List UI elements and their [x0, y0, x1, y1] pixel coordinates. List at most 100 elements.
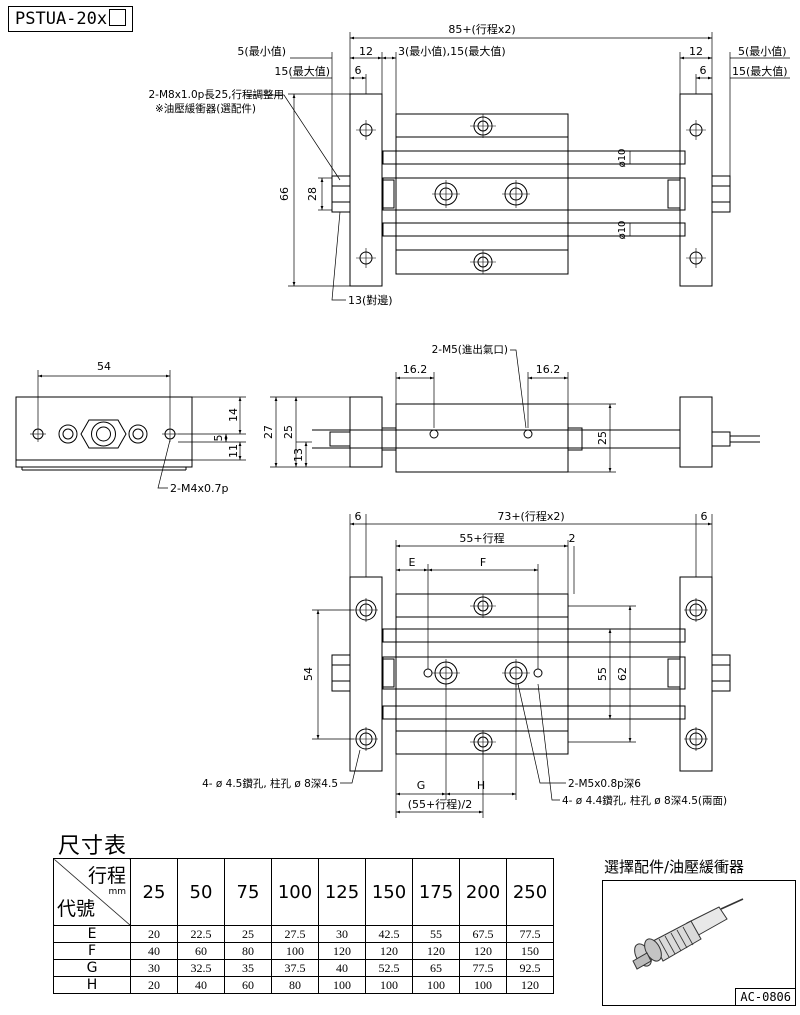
shock-absorber-image — [632, 898, 744, 970]
dim-28: 28 — [306, 187, 319, 201]
table-cell: 100 — [318, 976, 366, 994]
dimension-table-title: 尺寸表 — [58, 834, 128, 859]
header-code: 代號 — [57, 898, 96, 920]
row-code: F — [53, 942, 131, 960]
stroke-header: 250 — [506, 858, 554, 926]
side-end-plate-right — [679, 396, 713, 468]
table-cell: 67.5 — [459, 925, 507, 943]
table-row: G 30 32.5 35 37.5 40 52.5 65 77.5 92.5 — [53, 959, 554, 977]
dim-54-bottom: 54 — [302, 667, 315, 681]
end-view-body — [15, 396, 193, 468]
dim-h: H — [477, 779, 485, 792]
table-cell: 77.5 — [506, 925, 554, 943]
table-cell: 150 — [506, 942, 554, 960]
table-cell: 60 — [177, 942, 225, 960]
dim-16-2-right: 16.2 — [536, 363, 561, 376]
note-m5-depth: 2-M5x0.8p深6 — [568, 778, 641, 790]
option-code: AC-0806 — [735, 988, 795, 1005]
dim-14: 14 — [227, 408, 240, 422]
table-cell: 80 — [271, 976, 319, 994]
table-cell: 32.5 — [177, 959, 225, 977]
dim-13: 13 — [292, 448, 305, 462]
table-header-row: 行程 mm 代號 25 50 75 100 125 150 175 200 25… — [53, 858, 554, 926]
dim-right-min: 5(最小值) — [738, 45, 787, 58]
dim-55-stroke: 55+行程 — [459, 532, 504, 545]
table-cell: 100 — [459, 976, 507, 994]
top-view — [246, 32, 790, 301]
table-cell: 42.5 — [365, 925, 413, 943]
dim-half-stroke: (55+行程)/2 — [408, 798, 473, 811]
table-cell: 27.5 — [271, 925, 319, 943]
side-port — [429, 429, 439, 439]
dim-e: E — [409, 556, 416, 569]
table-row: F 40 60 80 100 120 120 120 120 150 — [53, 942, 554, 960]
bottom-m5-hole — [423, 668, 433, 678]
dim-rod-dia-upper: ø10 — [617, 149, 628, 168]
dim-12-left: 12 — [359, 45, 373, 58]
stroke-header: 200 — [459, 858, 507, 926]
dim-25-right: 25 — [596, 431, 609, 445]
table-cell: 35 — [224, 959, 272, 977]
table-cell: 100 — [271, 942, 319, 960]
table-cell: 120 — [318, 942, 366, 960]
row-code: H — [53, 976, 131, 994]
note-hole-right: 4- ø 4.4鑽孔, 柱孔 ø 8深4.5(兩面) — [562, 794, 727, 807]
table-cell: 100 — [365, 976, 413, 994]
table-cell: 55 — [412, 925, 460, 943]
table-cell: 100 — [412, 976, 460, 994]
dim-f: F — [480, 556, 486, 569]
dim-6-right-bottom: 6 — [701, 510, 708, 523]
note-hole-left: 4- ø 4.5鑽孔, 柱孔 ø 8深4.5 — [202, 777, 338, 790]
note-thread-adjust: 2-M8x1.0p長25,行程調整用 — [149, 88, 285, 101]
top-guide-rod-upper — [382, 150, 686, 165]
stroke-header: 125 — [318, 858, 366, 926]
table-cell: 65 — [412, 959, 460, 977]
dim-2: 2 — [569, 532, 576, 545]
dim-overall-top: 85+(行程x2) — [448, 23, 515, 36]
row-code: E — [53, 925, 131, 943]
table-cell: 40 — [130, 942, 178, 960]
table-cell: 120 — [459, 942, 507, 960]
table-cell: 30 — [318, 925, 366, 943]
header-unit: mm — [108, 887, 126, 897]
stroke-header: 75 — [224, 858, 272, 926]
side-body — [395, 403, 569, 473]
dim-12-right: 12 — [689, 45, 703, 58]
side-end-plate-left — [349, 396, 383, 468]
option-box: AC-0806 — [602, 880, 796, 1006]
dim-62: 62 — [616, 667, 629, 681]
dim-27: 27 — [262, 425, 275, 439]
stroke-header: 175 — [412, 858, 460, 926]
note-m4: 2-M4x0.7p — [170, 482, 228, 495]
stroke-header: 150 — [365, 858, 413, 926]
dim-rod-dia-lower: ø10 — [617, 221, 628, 240]
dim-66: 66 — [278, 187, 291, 201]
table-cell: 22.5 — [177, 925, 225, 943]
table-cell: 77.5 — [459, 959, 507, 977]
end-view — [15, 370, 246, 489]
table-cell: 40 — [318, 959, 366, 977]
table-row: E 20 22.5 25 27.5 30 42.5 55 67.5 77.5 — [53, 925, 554, 943]
stroke-header: 25 — [130, 858, 178, 926]
table-cell: 92.5 — [506, 959, 554, 977]
row-code: G — [53, 959, 131, 977]
top-view-labels: 85+(行程x2) 5(最小值) 15(最大值) 12 6 3(最小值),15(… — [149, 23, 788, 307]
side-port — [523, 429, 533, 439]
table-cell: 20 — [130, 976, 178, 994]
bottom-view-labels: 6 73+(行程x2) 6 55+行程 2 E F 54 55 62 4- ø … — [202, 510, 727, 811]
dim-11: 11 — [227, 444, 240, 458]
end-rod-hole — [58, 424, 78, 444]
dim-5: 5 — [212, 435, 225, 442]
side-view — [270, 349, 760, 473]
table-cell: 80 — [224, 942, 272, 960]
end-hex-nut — [80, 419, 127, 449]
note-hex-flats: 13(對邊) — [348, 293, 393, 307]
table-cell: 120 — [506, 976, 554, 994]
note-shock-absorber: ※油壓緩衝器(選配件) — [155, 102, 256, 115]
top-stopper-left — [331, 175, 351, 213]
end-rod-hole — [128, 424, 148, 444]
top-cylinder-body — [395, 113, 569, 275]
table-cell: 120 — [412, 942, 460, 960]
top-guide-rod-lower — [382, 222, 686, 237]
table-cell: 30 — [130, 959, 178, 977]
